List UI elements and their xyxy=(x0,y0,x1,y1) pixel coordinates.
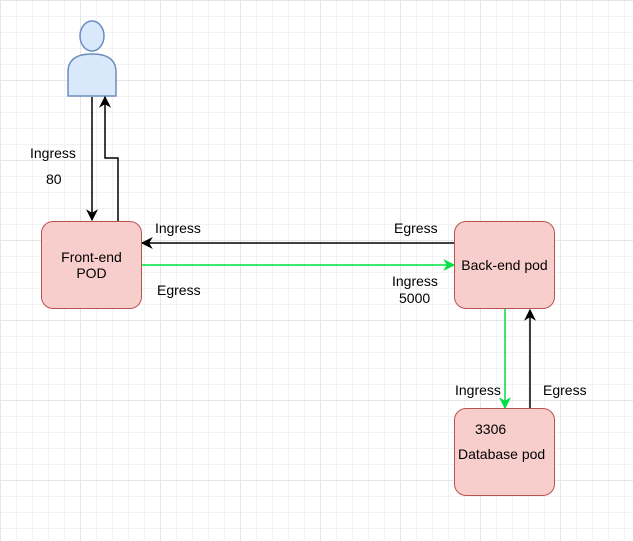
database-egress-label: Egress xyxy=(543,382,587,398)
edge-frontend-to-user[interactable] xyxy=(99,95,119,221)
backend-pod[interactable]: Back-end pod xyxy=(454,221,555,309)
backend-ingress-port-label: 5000 xyxy=(399,290,431,306)
database-pod-port: 3306 xyxy=(475,421,507,437)
frontend-ingress-label: Ingress xyxy=(155,220,201,236)
database-pod-label: Database pod xyxy=(458,446,546,462)
database-pod[interactable]: 3306 Database pod xyxy=(454,408,555,496)
backend-egress-label: Egress xyxy=(394,220,438,236)
frontend-pod[interactable]: Front-end POD xyxy=(41,221,142,309)
frontend-egress-label: Egress xyxy=(157,282,201,298)
database-ingress-label: Ingress xyxy=(455,382,501,398)
user-actor-icon[interactable] xyxy=(67,20,117,97)
frontend-pod-label-line2: POD xyxy=(76,265,107,281)
backend-pod-label: Back-end pod xyxy=(461,257,548,273)
user-ingress-label: Ingress xyxy=(30,145,76,161)
frontend-pod-label-line1: Front-end xyxy=(61,249,122,265)
backend-ingress-label: Ingress xyxy=(392,273,438,289)
user-ingress-port-label: 80 xyxy=(46,171,62,187)
